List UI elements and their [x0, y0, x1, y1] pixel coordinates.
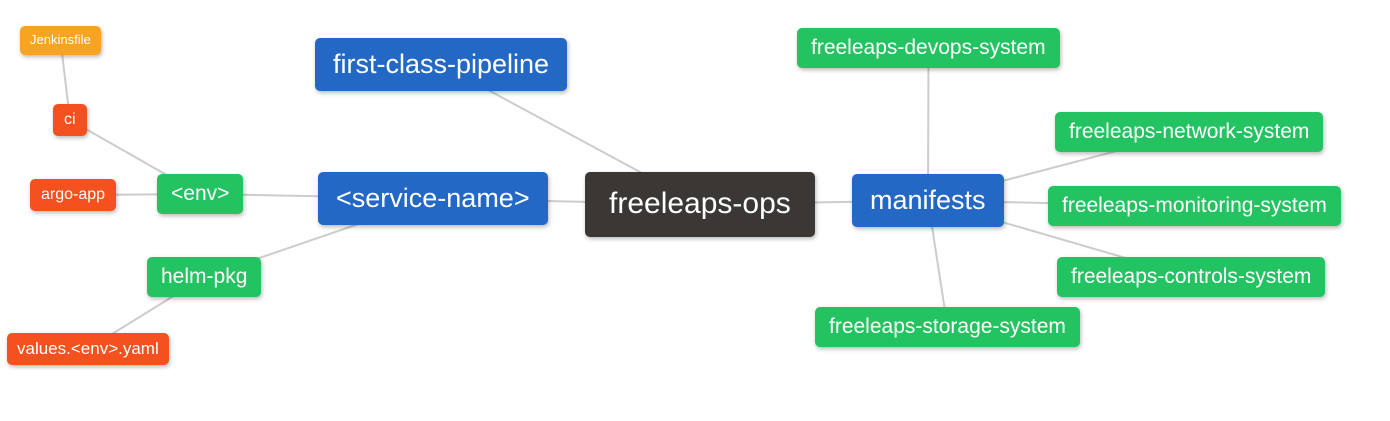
node-storage-system[interactable]: freeleaps-storage-system: [815, 307, 1080, 348]
node-helm-pkg[interactable]: helm-pkg: [147, 257, 262, 298]
node-ci[interactable]: ci: [53, 104, 87, 137]
node-jenkinsfile[interactable]: Jenkinsfile: [20, 26, 101, 55]
node-devops-system[interactable]: freeleaps-devops-system: [797, 28, 1060, 69]
node-controls-system[interactable]: freeleaps-controls-system: [1057, 257, 1326, 298]
node-values-env-yaml[interactable]: values.<env>.yaml: [7, 333, 169, 365]
node-service-name[interactable]: <service-name>: [318, 172, 548, 226]
node-monitoring-system[interactable]: freeleaps-monitoring-system: [1048, 186, 1341, 227]
node-manifests[interactable]: manifests: [852, 174, 1004, 228]
node-freeleaps-ops[interactable]: freeleaps-ops: [585, 172, 815, 237]
node-network-system[interactable]: freeleaps-network-system: [1055, 112, 1324, 153]
node-argo-app[interactable]: argo-app: [30, 179, 117, 212]
node-first-class-pipeline[interactable]: first-class-pipeline: [315, 38, 568, 92]
node-env[interactable]: <env>: [157, 174, 244, 215]
